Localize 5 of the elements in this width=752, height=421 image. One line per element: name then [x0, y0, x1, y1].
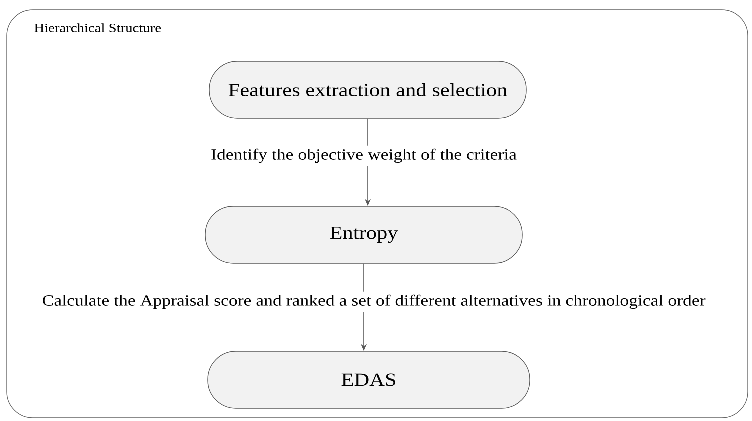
process-box: EDAS	[208, 351, 530, 409]
process-box: Features extraction and selection	[209, 61, 527, 119]
edge-label: Identify the objective weight of the criteria	[208, 146, 520, 166]
edge-label: Calculate the Appraisal score and ranked a set of different alternatives in chronological order	[39, 292, 709, 312]
process-box: Entropy	[205, 206, 523, 264]
